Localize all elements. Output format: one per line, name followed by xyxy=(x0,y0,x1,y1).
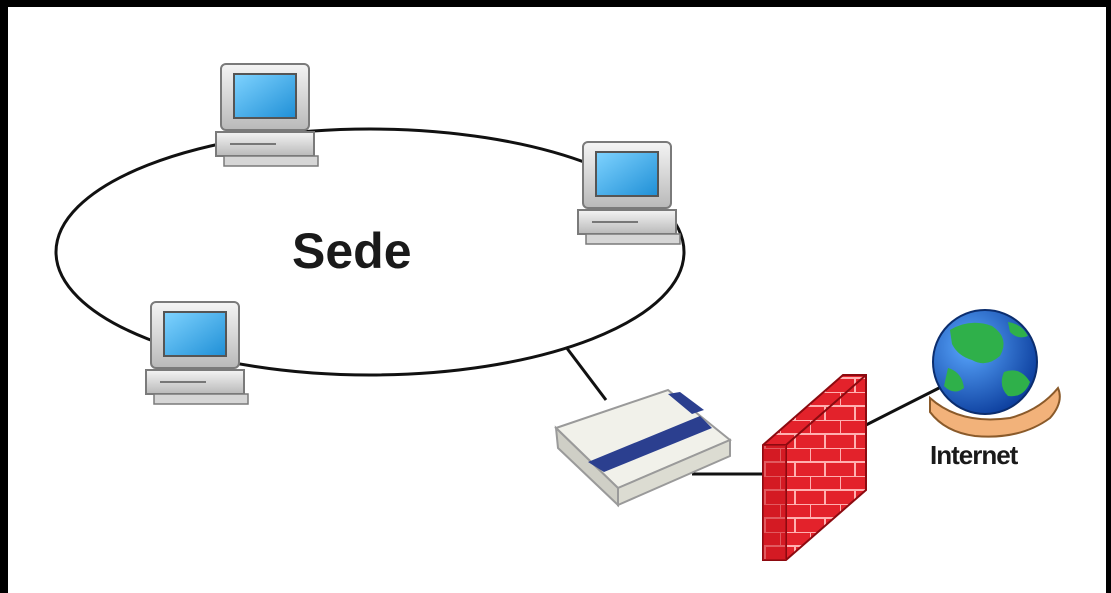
computer-icon xyxy=(145,301,249,405)
border-right xyxy=(1106,0,1111,593)
network-ring xyxy=(54,127,686,377)
computer-icon xyxy=(577,141,681,245)
ring-label: Sede xyxy=(292,223,412,279)
border-left xyxy=(0,0,8,593)
firewall-icon xyxy=(762,374,867,561)
router-icon xyxy=(554,388,732,508)
firewall-to-internet-line xyxy=(865,383,946,427)
globe-icon xyxy=(929,309,1061,438)
ring-to-router-line xyxy=(564,346,608,401)
internet-label: Internet xyxy=(930,440,1019,470)
border-top xyxy=(0,0,1111,7)
computer-icon xyxy=(215,63,319,167)
